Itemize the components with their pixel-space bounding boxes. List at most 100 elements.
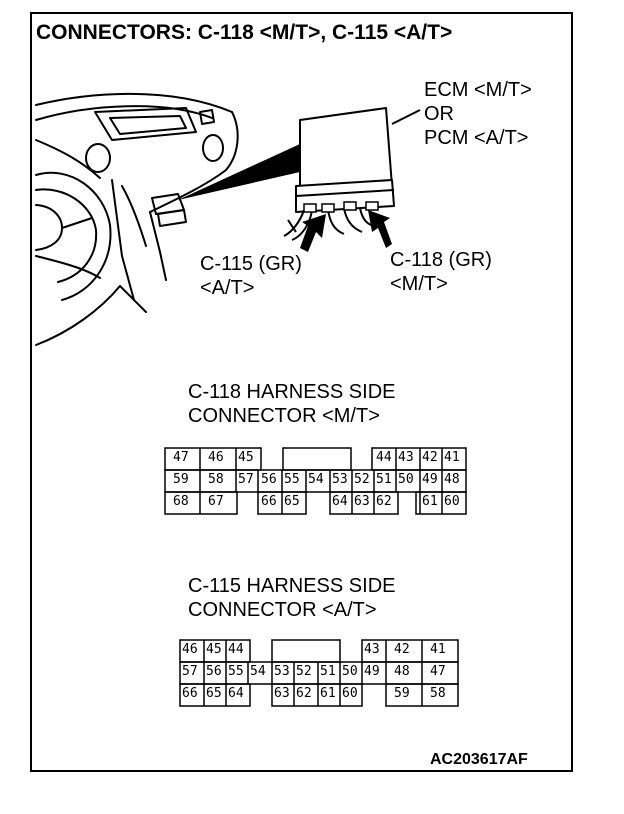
c115-pin-45: 45 — [206, 642, 222, 657]
c115-heading-line-2: CONNECTOR <A/T> — [188, 599, 377, 621]
c115-pin-58: 58 — [430, 686, 446, 701]
door-line — [119, 285, 147, 313]
c118-pin-62: 62 — [376, 494, 392, 509]
c115-pin-49: 49 — [364, 664, 380, 679]
knob-2 — [85, 143, 111, 173]
c115-pin-63: 63 — [274, 686, 290, 701]
c118-pin-50: 50 — [398, 472, 414, 487]
plug-1 — [303, 203, 317, 213]
c118-pin-64: 64 — [332, 494, 348, 509]
c118-pin-49: 49 — [422, 472, 438, 487]
c118-pin-57: 57 — [238, 472, 254, 487]
c115-pin-66: 66 — [182, 686, 198, 701]
plug-4 — [365, 201, 379, 211]
c118-pin-65: 65 — [284, 494, 300, 509]
arrow-c115 — [300, 214, 326, 252]
c115-pin-47: 47 — [430, 664, 446, 679]
steering-wheel — [35, 171, 112, 301]
c115-pin-59: 59 — [394, 686, 410, 701]
plug-3 — [343, 201, 357, 211]
dash-top-line — [35, 92, 233, 113]
c118-pin-67: 67 — [208, 494, 224, 509]
c115-pin-44: 44 — [228, 642, 244, 657]
c118-heading-line-1: C-118 HARNESS SIDE — [188, 381, 396, 403]
ecm-label-line-2: OR — [424, 103, 454, 125]
c118-heading-line-2: CONNECTOR <M/T> — [188, 405, 380, 427]
c118-pin-66: 66 — [261, 494, 277, 509]
c115-pin-65: 65 — [206, 686, 222, 701]
c118-pin-60: 60 — [444, 494, 460, 509]
c118-pin-42: 42 — [422, 450, 438, 465]
ecm-box — [299, 107, 393, 193]
c118-pin-53: 53 — [332, 472, 348, 487]
c115-pin-42: 42 — [394, 642, 410, 657]
console-left — [111, 179, 135, 301]
ecm-base-line — [295, 189, 395, 197]
dash-side — [35, 139, 101, 179]
c118-pin-58: 58 — [208, 472, 224, 487]
c118-pin-52: 52 — [354, 472, 370, 487]
wire-6 — [287, 219, 297, 233]
vent — [94, 107, 197, 141]
c118-pin-61: 61 — [422, 494, 438, 509]
c115-pin-55: 55 — [228, 664, 244, 679]
wire-2 — [291, 209, 313, 241]
c118-pin-44: 44 — [376, 450, 392, 465]
steering-wheel-inner — [35, 188, 98, 283]
page-title: CONNECTORS: C-118 <M/T>, C-115 <A/T> — [36, 21, 453, 44]
figure-frame — [30, 12, 573, 772]
c118-callout-line-1: C-118 (GR) — [390, 249, 492, 271]
c118-pin-54: 54 — [308, 472, 324, 487]
column — [35, 255, 101, 279]
c118-callout-line-2: <M/T> — [390, 273, 448, 295]
c118-pin-43: 43 — [398, 450, 414, 465]
ecm-label-line-3: PCM <A/T> — [424, 127, 529, 149]
c115-pin-56: 56 — [206, 664, 222, 679]
dash-panel-end — [149, 111, 239, 213]
c118-pin-63: 63 — [354, 494, 370, 509]
c115-callout-line-2: <A/T> — [200, 277, 255, 299]
seat-curve — [35, 285, 121, 346]
ecm-label-line-1: ECM <M/T> — [424, 79, 532, 101]
mount-box-2 — [157, 209, 187, 227]
console-edge — [121, 185, 147, 247]
wire-1 — [283, 209, 305, 237]
c118-pin-47: 47 — [173, 450, 189, 465]
arrow-c118 — [368, 210, 392, 248]
c118-pin-48: 48 — [444, 472, 460, 487]
c118-pin-45: 45 — [238, 450, 254, 465]
plug-2 — [321, 203, 335, 213]
c115-pin-48: 48 — [394, 664, 410, 679]
c115-pin-53: 53 — [274, 664, 290, 679]
console-right — [149, 211, 167, 281]
vent-inner — [109, 115, 187, 135]
c118-pin-68: 68 — [173, 494, 189, 509]
c115-pin-46: 46 — [182, 642, 198, 657]
c115-pin-61: 61 — [320, 686, 336, 701]
wire-3 — [327, 209, 345, 235]
c115-heading-line-1: C-115 HARNESS SIDE — [188, 575, 396, 597]
c115-pin-41: 41 — [430, 642, 446, 657]
wire-4 — [343, 207, 363, 233]
knob-1 — [202, 134, 224, 162]
pointer-wedge — [178, 144, 300, 200]
c118-pin-51: 51 — [376, 472, 392, 487]
c115-pin-54: 54 — [250, 664, 266, 679]
c118-pin-41: 41 — [444, 450, 460, 465]
c115-pin-43: 43 — [364, 642, 380, 657]
c118-pin-56: 56 — [261, 472, 277, 487]
c115-pin-62: 62 — [296, 686, 312, 701]
c115-pin-64: 64 — [228, 686, 244, 701]
c118-pin-46: 46 — [208, 450, 224, 465]
wheel-spoke — [61, 217, 93, 229]
dash-top-line-2 — [35, 105, 213, 121]
c115-pin-57: 57 — [182, 664, 198, 679]
small-tab — [199, 109, 215, 125]
figure-id: AC203617AF — [430, 751, 528, 768]
c115-pin-52: 52 — [296, 664, 312, 679]
c118-pin-55: 55 — [284, 472, 300, 487]
c118-pin-59: 59 — [173, 472, 189, 487]
c115-pin-60: 60 — [342, 686, 358, 701]
c115-callout-line-1: C-115 (GR) — [200, 253, 302, 275]
